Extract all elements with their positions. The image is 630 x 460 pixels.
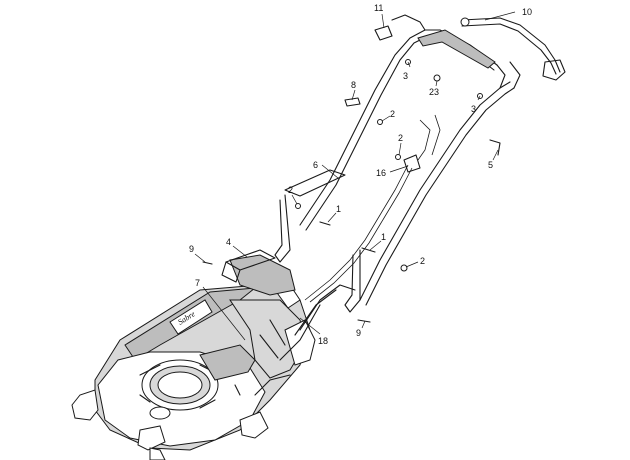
callout-labels: 11 10 3 23 3 8 2 2 5 6 16 2 1 4 9 1 2 7 … [189,3,532,346]
top-control-bar [460,17,566,81]
callout-18: 18 [318,336,328,346]
callout-1-left: 1 [336,204,341,214]
callout-1-right: 1 [381,232,386,242]
callout-9-right: 9 [356,328,361,338]
callout-2-center: 2 [398,133,403,143]
knob-23 [433,74,441,82]
main-handle-frame [299,29,521,306]
callout-7: 7 [195,278,200,288]
callout-5: 5 [488,160,493,170]
callout-11: 11 [374,3,383,13]
callout-23: 23 [429,87,439,97]
callout-3-top: 3 [403,71,408,81]
lower-handle-assembly [221,169,361,336]
callout-6: 6 [313,160,318,170]
fasteners [202,59,501,323]
callout-2-left: 2 [288,185,293,195]
control-cables [304,114,441,303]
callout-10: 10 [522,7,532,17]
callout-2-upper: 2 [390,109,395,119]
leader-lines [194,11,516,341]
mower-deck: Sabre [71,254,321,460]
callout-9-left: 9 [189,244,194,254]
callout-16: 16 [376,168,386,178]
callout-3-right: 3 [471,104,476,114]
callout-8: 8 [351,80,356,90]
callout-2-lower: 2 [420,256,425,266]
callout-4: 4 [226,237,231,247]
